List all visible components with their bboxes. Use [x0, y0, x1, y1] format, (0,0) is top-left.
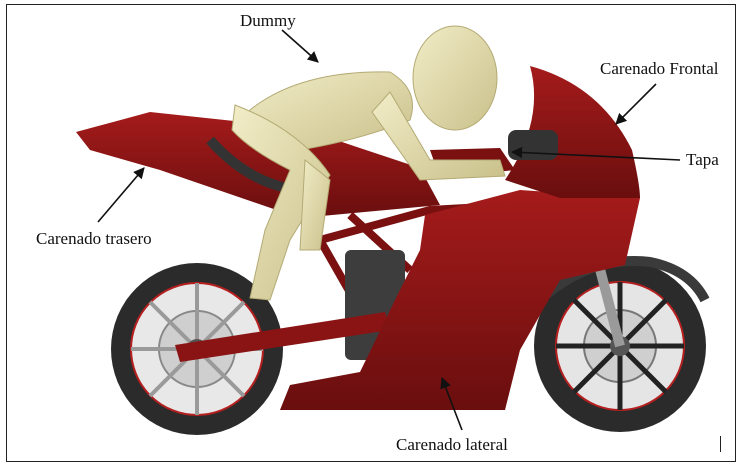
text-cursor-mark: [720, 436, 721, 452]
label-rear-fairing: Carenado trasero: [36, 230, 152, 247]
label-dummy: Dummy: [240, 12, 296, 29]
label-side-fairing: Carenado lateral: [396, 436, 508, 453]
label-front-fairing: Carenado Frontal: [600, 60, 719, 77]
label-cover: Tapa: [686, 151, 719, 168]
handlebar: [508, 130, 558, 160]
